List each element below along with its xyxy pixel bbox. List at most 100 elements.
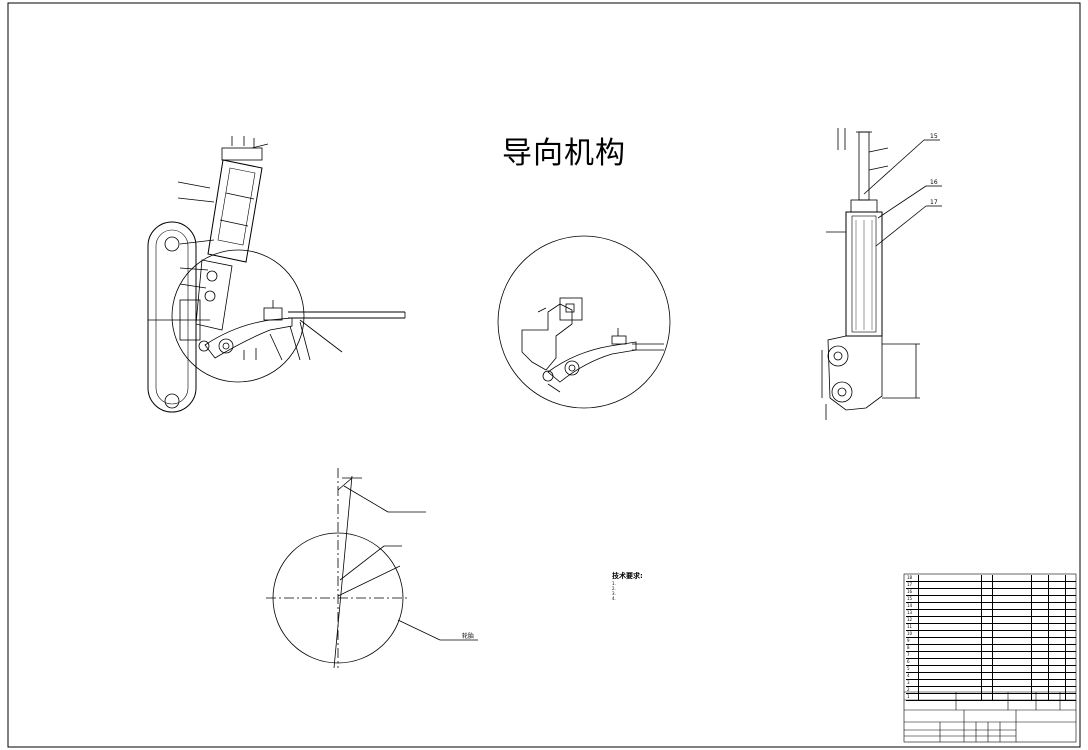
- parts-list-cell: [982, 652, 993, 658]
- parts-list-cell: [993, 666, 1032, 672]
- parts-list-cell: [1049, 666, 1066, 672]
- parts-list-cell: [1032, 610, 1049, 616]
- parts-list-cell: [1049, 610, 1066, 616]
- part-number: 17: [906, 582, 919, 588]
- part-number: 10: [906, 631, 919, 637]
- parts-list-cell: [982, 638, 993, 644]
- parts-list-cell: [919, 680, 982, 686]
- parts-list-cell: [993, 610, 1032, 616]
- parts-list-cell: [1032, 617, 1049, 623]
- note-line-1: 1.: [612, 581, 616, 586]
- parts-list-cell: [982, 680, 993, 686]
- parts-list-cell: [919, 659, 982, 665]
- parts-list-cell: [919, 575, 982, 581]
- parts-list-cell: [993, 575, 1032, 581]
- parts-list-cell: [1049, 687, 1066, 693]
- part-number: 4: [906, 673, 919, 679]
- parts-list-cell: [1049, 596, 1066, 602]
- parts-list-cell: [982, 582, 993, 588]
- parts-list-cell: [993, 631, 1032, 637]
- parts-list-row: 13: [906, 610, 1076, 617]
- parts-list-cell: [993, 624, 1032, 630]
- part-number: 9: [906, 638, 919, 644]
- parts-list-cell: [1049, 575, 1066, 581]
- parts-list-row: 6: [906, 659, 1076, 666]
- parts-list-cell: [993, 652, 1032, 658]
- parts-list-cell: [982, 687, 993, 693]
- part-number: 2: [906, 687, 919, 693]
- parts-list-row: 5: [906, 666, 1076, 673]
- parts-list-cell: [1049, 624, 1066, 630]
- parts-list-cell: [919, 645, 982, 651]
- parts-list-row: 15: [906, 596, 1076, 603]
- callout-17: 17: [930, 199, 938, 206]
- parts-list-row: 3: [906, 680, 1076, 687]
- parts-list-cell: [982, 673, 993, 679]
- parts-list-cell: [993, 582, 1032, 588]
- parts-list-cell: [982, 575, 993, 581]
- parts-list-cell: [1032, 666, 1049, 672]
- right-strut-view: [821, 128, 942, 420]
- parts-list-cell: [982, 617, 993, 623]
- parts-list-cell: [993, 659, 1032, 665]
- parts-list-cell: [919, 582, 982, 588]
- parts-list-cell: [919, 589, 982, 595]
- parts-list-row: 2: [906, 687, 1076, 694]
- parts-list-cell: [919, 610, 982, 616]
- parts-list-cell: [1032, 694, 1049, 700]
- parts-list-cell: [993, 638, 1032, 644]
- parts-list-cell: [993, 687, 1032, 693]
- parts-list-cell: [1049, 680, 1066, 686]
- parts-list-cell: [919, 652, 982, 658]
- parts-list-cell: [919, 603, 982, 609]
- parts-list-row: 11: [906, 624, 1076, 631]
- parts-list-cell: [1049, 638, 1066, 644]
- part-number: 8: [906, 645, 919, 651]
- parts-list-cell: [993, 673, 1032, 679]
- parts-list-cell: [1032, 596, 1049, 602]
- lower-geometry-diagram: [266, 468, 478, 669]
- parts-list-row: 7: [906, 652, 1076, 659]
- parts-list-cell: [1032, 687, 1049, 693]
- middle-detail-view: [497, 235, 671, 409]
- parts-list-cell: [919, 596, 982, 602]
- left-assembly-view: [147, 136, 406, 413]
- callout-15: 15: [930, 133, 938, 140]
- part-number: 18: [906, 575, 919, 581]
- parts-list-cell: [1032, 624, 1049, 630]
- parts-list-cell: [919, 673, 982, 679]
- parts-list-cell: [919, 631, 982, 637]
- parts-list-cell: [1032, 582, 1049, 588]
- technical-notes: 技术要求: 1. 2. 3. 4.: [612, 571, 762, 601]
- parts-list-cell: [1032, 575, 1049, 581]
- parts-list-cell: [1049, 645, 1066, 651]
- parts-list-cell: [1049, 652, 1066, 658]
- parts-list-cell: [982, 589, 993, 595]
- parts-list-cell: [1049, 631, 1066, 637]
- part-number: 16: [906, 589, 919, 595]
- parts-list-cell: [1032, 645, 1049, 651]
- notes-heading: 技术要求:: [612, 572, 643, 580]
- part-number: 11: [906, 624, 919, 630]
- parts-list-cell: [982, 610, 993, 616]
- parts-list-cell: [1032, 589, 1049, 595]
- parts-list-row: 1: [906, 694, 1076, 701]
- parts-list-cell: [993, 694, 1032, 700]
- part-number: 3: [906, 680, 919, 686]
- parts-list-cell: [982, 631, 993, 637]
- parts-list-cell: [993, 596, 1032, 602]
- parts-list-cell: [993, 603, 1032, 609]
- parts-list-row: 4: [906, 673, 1076, 680]
- parts-list-cell: [1049, 603, 1066, 609]
- part-number: 13: [906, 610, 919, 616]
- part-number: 1: [906, 694, 919, 700]
- parts-list-cell: [1049, 659, 1066, 665]
- parts-list-cell: [1049, 694, 1066, 700]
- parts-list-cell: [919, 666, 982, 672]
- callout-16: 16: [930, 179, 938, 186]
- tire-label: 轮胎: [462, 632, 474, 640]
- parts-list-cell: [982, 645, 993, 651]
- part-number: 14: [906, 603, 919, 609]
- note-line-4: 4.: [612, 596, 616, 601]
